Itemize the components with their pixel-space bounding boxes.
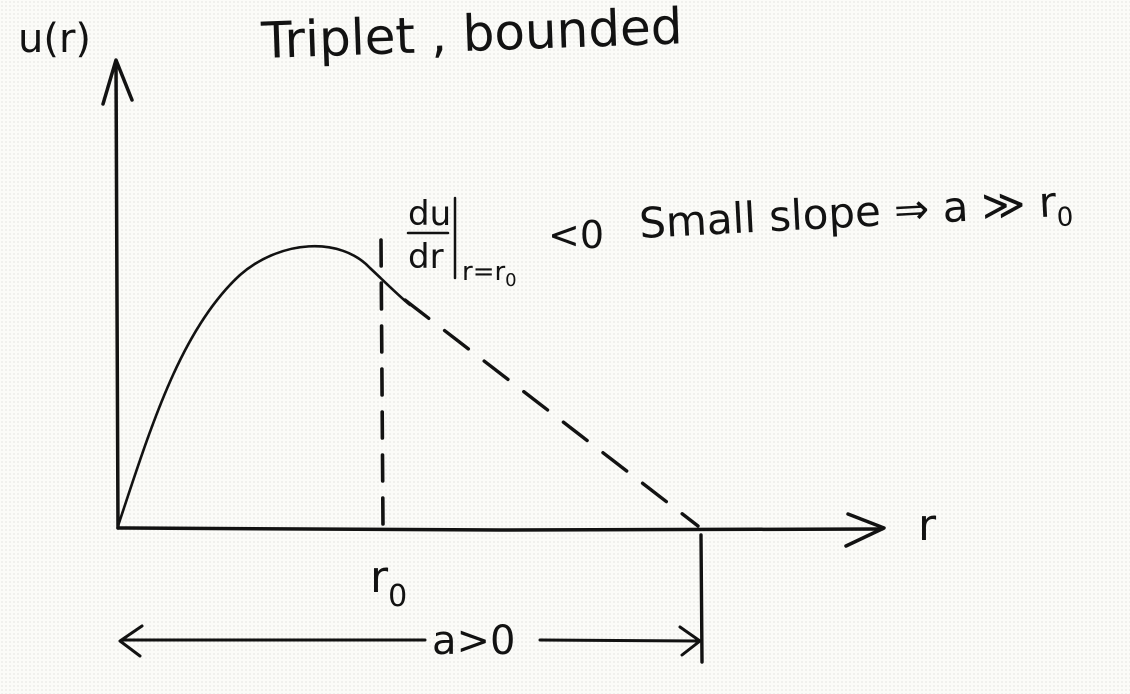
derivative-denominator: dr [408, 237, 444, 277]
y-axis-arrowhead [101, 58, 134, 106]
r0-label: r0 [370, 552, 407, 614]
x-axis [116, 526, 884, 532]
derivative-evaluation: r=r0 [462, 257, 517, 291]
a-span-arrowhead-right [678, 625, 702, 657]
a-span-arrowhead-left [118, 624, 144, 658]
r0-dashed-line [379, 238, 385, 530]
a-span-label: a>0 [432, 618, 515, 664]
derivative-condition: <0 [548, 213, 604, 257]
a-marker-line [699, 533, 704, 664]
wavefunction-curve [116, 244, 412, 528]
slope-remark: Small slope ⇒ a ≫ r0 [638, 176, 1074, 255]
x-axis-label: r [918, 500, 937, 551]
diagram-title: Triplet , bounded [259, 0, 683, 70]
a-span-line-right [538, 638, 700, 643]
tangent-extension-dashed [403, 298, 700, 528]
y-axis-label: u(r) [18, 16, 91, 62]
x-axis-arrowhead [844, 512, 886, 548]
derivative-numerator: du [408, 194, 451, 234]
y-axis [114, 60, 120, 530]
